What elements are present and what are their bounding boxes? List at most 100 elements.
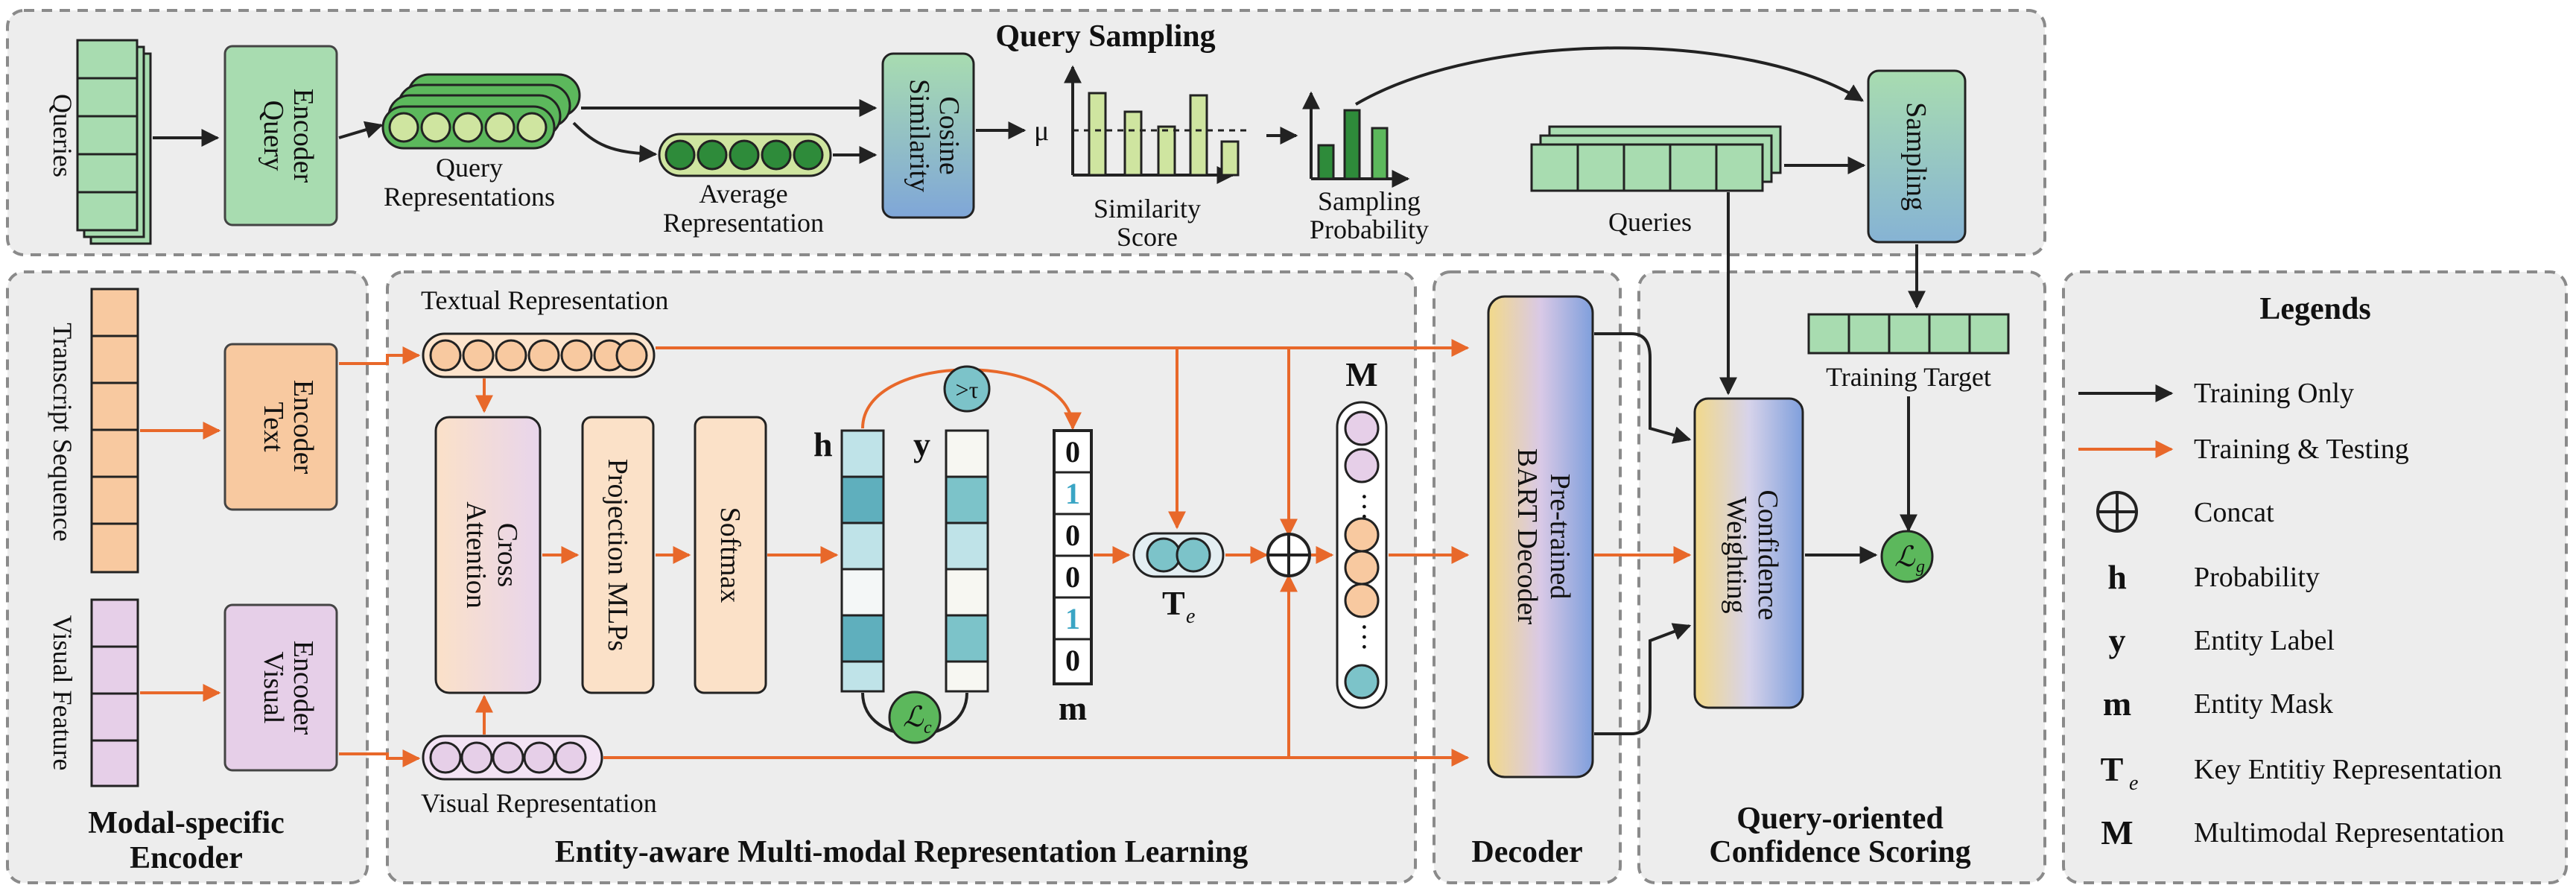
legend-label-2: Training & Testing [2194, 434, 2409, 465]
transcript-sequence-label: Transcript Sequence [48, 323, 77, 542]
bart-decoder-box [1487, 295, 1594, 778]
y-label: y [913, 425, 930, 463]
representation-learning-title: Entity-aware Multi-modal Representation … [555, 835, 1249, 869]
multimodal-M-column: ··· ··· [1336, 401, 1388, 709]
text-encoder-label-line1: Text [258, 402, 289, 452]
legend-symbol-te: T [2101, 750, 2124, 788]
legends-panel [2062, 270, 2568, 884]
threshold-node [943, 365, 991, 413]
visual-feature-column [90, 598, 139, 787]
mask-bits: 0 1 0 0 1 0 [1065, 435, 1080, 677]
te-subscript: e [1186, 605, 1195, 628]
visual-encoder-box [223, 603, 338, 772]
query-representations-stack [381, 73, 581, 150]
loss-g-subscript: g [1916, 557, 1925, 577]
mask-bit-5: 1 [1065, 602, 1080, 635]
mask-bit-1: 0 [1065, 435, 1080, 469]
softmax-box [694, 416, 767, 694]
query-sampling-panel [6, 9, 2046, 256]
transcript-sequence-column [90, 288, 139, 574]
legend-symbol-h: h [2107, 558, 2127, 596]
queries-output-label: Queries [1608, 207, 1692, 237]
training-target-label: Training Target [1826, 362, 1991, 392]
arrow-bart-top-to-weighting [1594, 332, 1692, 444]
text-encoder-label-line2: Encoder [288, 380, 319, 475]
queries-input-stack [76, 39, 152, 245]
average-representation [658, 133, 832, 177]
sampling-probability-chart [1302, 91, 1410, 188]
arrow-encoder-to-representations [338, 121, 384, 139]
projection-mlps-box [581, 416, 655, 694]
legend-symbol-y: y [2109, 621, 2126, 659]
visual-feature-label: Visual Feature [48, 615, 77, 771]
te-label: T [1162, 584, 1185, 622]
mask-bit-4: 0 [1065, 560, 1080, 594]
legend-symbol-m: m [2103, 685, 2131, 723]
arrow-bart-bottom-to-weighting [1594, 623, 1692, 735]
confidence-weighting-label-line1: Confidence [1752, 489, 1783, 620]
loss-g-node [1880, 530, 1934, 583]
m-label: m [1059, 689, 1087, 727]
cosine-label-line1: Cosine [933, 96, 965, 175]
svg-text:···: ··· [1348, 622, 1381, 652]
legend-label-3: Concat [2194, 497, 2274, 528]
decoder-title: Decoder [1471, 835, 1582, 869]
mu-label: μ [1034, 115, 1049, 147]
query-encoder-label-line2: Encoder [288, 89, 319, 183]
average-representation-label-line2: Representation [663, 208, 824, 238]
svg-text:···: ··· [1348, 492, 1381, 521]
confidence-weighting-box [1693, 397, 1804, 709]
queries-input-label: Queries [48, 94, 77, 177]
legends-title: Legends [2259, 292, 2370, 326]
bart-label-line2: BART Decoder [1511, 448, 1543, 625]
loss-c-node [888, 691, 942, 744]
confidence-scoring-title-line1: Query-oriented [1736, 802, 1944, 836]
key-entity-te [1132, 532, 1225, 578]
loss-c-label: ℒ [903, 702, 924, 733]
visual-encoder-label-line2: Encoder [288, 641, 319, 735]
legend-label-6: Entity Mask [2194, 688, 2333, 720]
mask-bit-2: 1 [1065, 477, 1080, 510]
entity-label-y-column [945, 429, 989, 693]
cosine-similarity-box [881, 52, 975, 219]
legend-label-1: Training Only [2194, 378, 2354, 409]
legend-symbol-te-sub: e [2129, 772, 2138, 795]
query-representations-label-line1: Query [436, 153, 503, 183]
softmax-label: Softmax [714, 507, 746, 603]
visual-representation-label: Visual Representation [421, 788, 657, 818]
arrow-probability-to-sampling [1354, 46, 1865, 106]
entity-mask-m-column [1053, 429, 1093, 685]
queries-output-stack [1530, 125, 1782, 192]
visual-encoder-label-line1: Visual [258, 652, 289, 724]
modal-encoder-title-line2: Encoder [130, 841, 243, 875]
average-representation-label-line1: Average [699, 179, 787, 209]
loss-g-label: ℒ [1894, 542, 1916, 573]
legend-symbol-M: M [2101, 814, 2133, 851]
legend-label-7: Key Entitiy Representation [2194, 754, 2502, 785]
mask-bit-3: 0 [1065, 518, 1080, 552]
sampling-probability-label-line2: Probability [1310, 215, 1429, 244]
bart-label-line1: Pre-trained [1544, 474, 1576, 600]
similarity-score-chart [1064, 65, 1251, 184]
cross-attention-box [434, 416, 542, 694]
projection-mlps-label: Projection MLPs [602, 459, 633, 652]
legend-label-5: Entity Label [2194, 625, 2335, 656]
modal-encoder-title-line1: Modal-specific [88, 806, 285, 840]
probability-h-column [840, 429, 885, 693]
legend-label-8: Multimodal Representation [2194, 817, 2504, 849]
visual-representation [422, 735, 603, 781]
cosine-label-line2: Similarity [904, 79, 935, 192]
sampling-box [1867, 69, 1967, 244]
legend-label-4: Probability [2194, 562, 2320, 593]
loss-c-subscript: c [924, 718, 932, 738]
arrow-text-encoder-to-textual [339, 346, 421, 365]
arrow-representations-to-average [572, 121, 658, 163]
textual-representation-label: Textual Representation [421, 285, 668, 315]
cross-attention-label-line1: Cross [492, 523, 523, 588]
h-label: h [813, 425, 833, 463]
arrow-textual-to-concat [1177, 346, 1298, 537]
cross-attention-label-line2: Attention [460, 501, 492, 609]
concat-icon [1266, 533, 1311, 577]
query-encoder-box [223, 45, 338, 226]
